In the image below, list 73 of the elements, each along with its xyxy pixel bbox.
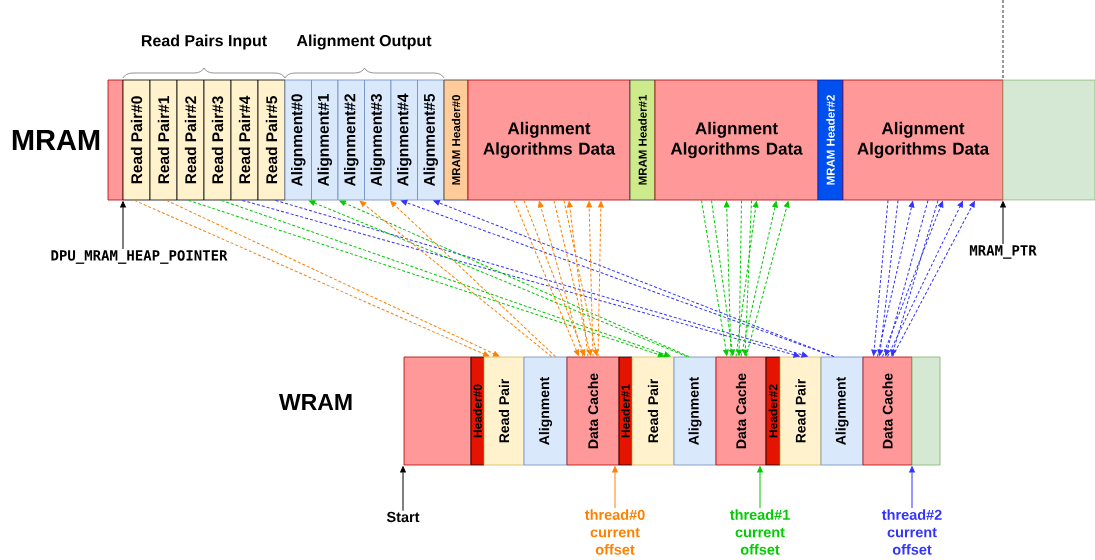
- transfer-arrow: [871, 199, 889, 356]
- header-cell: Header#2: [765, 356, 781, 466]
- transfer-arrow: [892, 201, 975, 358]
- transfer-arrow: [359, 200, 552, 358]
- data-block: Alignment Algorithms Data: [467, 79, 631, 201]
- alignment-cell: Alignment: [820, 356, 864, 466]
- transfer-arrow: [513, 199, 580, 356]
- transfer-arrow: [884, 199, 929, 356]
- transfer-arrow: [701, 199, 729, 356]
- pointer-arrow: [1000, 201, 1006, 245]
- transfer-arrow: [566, 201, 589, 358]
- header-cell: MRAM Header#0: [443, 79, 469, 201]
- alignment-cell: Alignment: [673, 356, 717, 466]
- transfer-arrow: [745, 201, 790, 358]
- transfer-arrow: [563, 199, 599, 356]
- group-label: Read Pairs Input: [141, 34, 267, 50]
- read-pair-cell: Read Pair#4: [230, 79, 259, 201]
- transfer-arrow: [736, 199, 742, 356]
- read-pair-cell: Read Pair#1: [149, 79, 178, 201]
- data-block: Alignment Algorithms Data: [842, 79, 1004, 201]
- read-pair-cell: Read Pair#2: [176, 79, 205, 201]
- data-cache-cell: Data Cache: [566, 356, 620, 466]
- transfer-arrow: [523, 199, 586, 356]
- transfer-arrow: [877, 199, 899, 356]
- alignment-cell: Alignment#0: [284, 79, 312, 201]
- alignment-cell: Alignment: [523, 356, 568, 466]
- pointer-label: MRAM_PTR: [969, 245, 1037, 259]
- transfer-arrow: [723, 201, 732, 358]
- pointer-label: thread#0 current offset: [584, 509, 645, 555]
- alignment-cell: Alignment#1: [311, 79, 339, 201]
- alignment-cell: Alignment#3: [364, 79, 392, 201]
- transfer-arrow: [740, 201, 778, 358]
- header-cell: MRAM Header#1: [629, 79, 656, 201]
- transfer-arrow: [735, 201, 759, 358]
- read-pair-cell: Read Pair#5: [257, 79, 286, 201]
- alignment-cell: Alignment#5: [417, 79, 445, 201]
- data-cache-cell: Data Cache: [862, 356, 913, 466]
- read-pair-cell: Read Pair: [483, 356, 525, 466]
- pointer-arrow: [400, 466, 406, 512]
- transfer-arrow: [887, 201, 963, 358]
- pointer-arrow: [909, 466, 915, 509]
- transfer-arrow: [390, 200, 556, 358]
- pointer-arrow: [120, 201, 126, 250]
- pointer-arrow: [757, 466, 763, 509]
- header-cell: MRAM Header#2: [817, 79, 844, 201]
- pointer-label: thread#2 current offset: [881, 509, 942, 555]
- memory-label: WRAM: [279, 394, 352, 410]
- memory-label: MRAM: [12, 130, 100, 150]
- transfer-arrow: [890, 199, 939, 356]
- memory-block: [403, 356, 472, 466]
- transfer-arrow: [553, 199, 593, 356]
- data-block: Alignment Algorithms Data: [654, 79, 819, 201]
- pointer-label: DPU_MRAM_HEAP_POINTER: [51, 250, 228, 264]
- transfer-arrow: [586, 201, 594, 358]
- transfer-arrow: [742, 199, 752, 356]
- transfer-arrow: [597, 201, 604, 358]
- pointer-label: Start: [386, 511, 420, 523]
- read-pair-cell: Read Pair: [779, 356, 822, 466]
- alignment-cell: Alignment#2: [337, 79, 365, 201]
- pointer-arrow: [612, 466, 618, 509]
- transfer-arrow: [711, 199, 735, 356]
- group-label: Alignment Output: [296, 34, 432, 50]
- read-pair-cell: Read Pair#3: [203, 79, 232, 201]
- read-pair-cell: Read Pair#0: [122, 79, 151, 201]
- free-space-block: [1002, 79, 1095, 201]
- alignment-cell: Alignment#4: [390, 79, 418, 201]
- transfer-arrow: [877, 201, 915, 358]
- transfer-arrow: [538, 201, 584, 358]
- transfer-arrow: [882, 201, 944, 358]
- read-pair-cell: Read Pair: [631, 356, 675, 466]
- pointer-label: thread#1 current offset: [729, 509, 790, 555]
- free-space-block: [911, 356, 941, 466]
- data-cache-cell: Data Cache: [715, 356, 767, 466]
